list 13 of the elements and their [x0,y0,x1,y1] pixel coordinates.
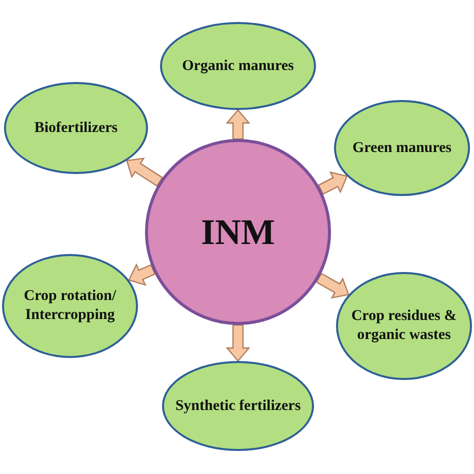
node-label: INM [200,211,276,253]
block-arrow [126,158,164,187]
node-label: Green manures [351,138,453,158]
node-label: Biofertilizers [33,118,119,138]
node-label: Crop rotation/ Intercropping [22,287,118,325]
block-arrow [226,324,250,362]
node-label: Synthetic fertilizers [174,396,302,416]
block-arrow [226,109,250,140]
block-arrow [316,272,350,299]
block-arrow [128,263,156,286]
block-arrow [318,171,348,195]
node-label: Organic manures [181,56,295,76]
node-label: Crop residues & organic wastes [350,307,458,345]
